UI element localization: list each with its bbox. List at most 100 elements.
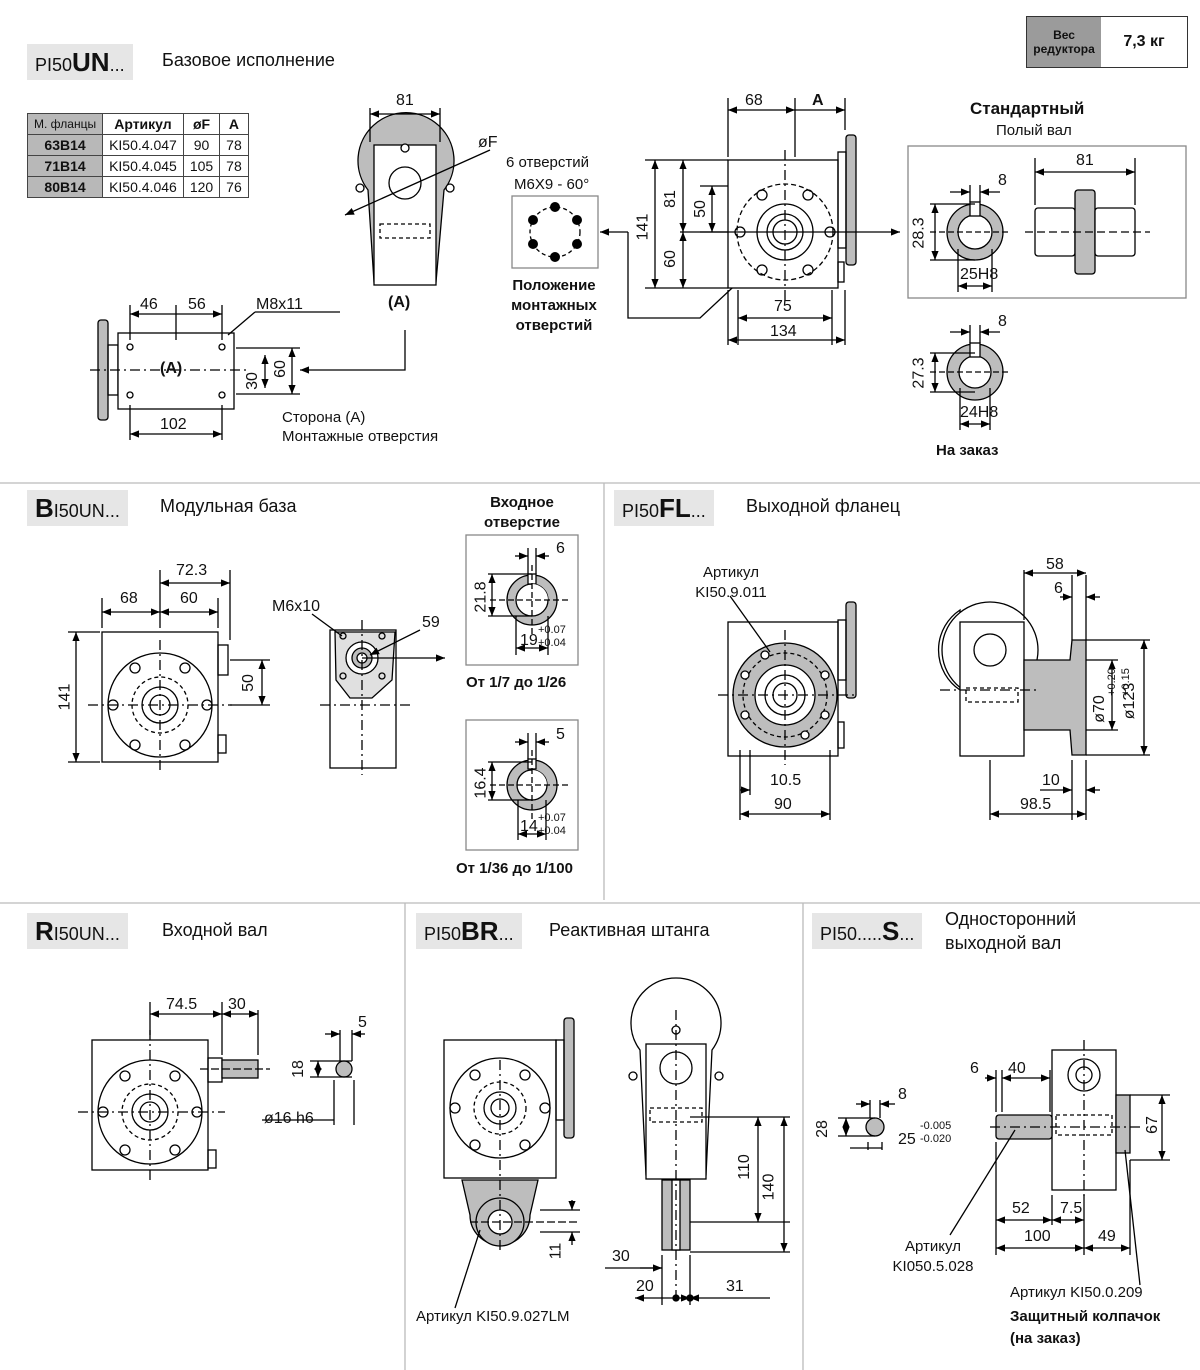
dim-label: 141 <box>634 213 652 241</box>
article-label: Артикул KI50.9.027LM <box>416 1308 570 1325</box>
table-cell: 105 <box>182 155 221 177</box>
dim-label: 81 <box>1076 152 1094 169</box>
title-prefix: PI50 <box>622 501 660 521</box>
dim-label: ø123 <box>1121 682 1139 720</box>
dim-label: 60 <box>661 250 679 268</box>
dim-label: 68 <box>120 590 138 607</box>
torque-arm-view <box>443 1017 580 1309</box>
dim-label: 18 <box>289 1060 307 1078</box>
ratio-range-1: От 1/7 до 1/26 <box>466 674 567 691</box>
title-prefix: PI50..... <box>820 924 883 944</box>
dim-label: 25H8 <box>960 266 999 283</box>
holes-position-label: Положение монтажных отверстий <box>511 277 597 334</box>
desc-modular: Модульная база <box>160 496 297 516</box>
dim-label: 30 <box>228 996 246 1013</box>
dim-label: 10.5 <box>770 772 802 789</box>
table-header: øF <box>182 113 221 135</box>
dim-label: 67 <box>1143 1116 1161 1134</box>
dim-label: 24H8 <box>960 404 999 421</box>
table-cell: 78 <box>219 155 249 177</box>
dim-label: 50 <box>691 200 709 218</box>
table-row: 63B14 KI50.4.047 90 78 <box>26 134 249 156</box>
dim-label: 28.3 <box>910 217 928 249</box>
tolerance: +0.04 <box>538 825 566 837</box>
torque-arm-side <box>605 977 790 1305</box>
dim-label: 14 <box>520 818 538 835</box>
on-order-label: На заказ <box>936 442 999 459</box>
title-suffix: ... <box>498 924 514 944</box>
dim-label: 50 <box>239 674 257 692</box>
title-code: I50UN <box>53 501 105 521</box>
dim-label: 7.5 <box>1060 1200 1083 1217</box>
input-bore-boxes <box>465 534 579 851</box>
base-main-view <box>645 98 900 345</box>
thread-label: M6X9 - 60° <box>514 176 590 193</box>
desc-inshaft: Входной вал <box>162 920 268 940</box>
single-shaft-view <box>838 1040 1170 1286</box>
dim-label: 100 <box>1024 1228 1051 1245</box>
title-suffix: ... <box>104 924 120 944</box>
dim-label: 6 <box>556 540 565 557</box>
ratio-range-2: От 1/36 до 1/100 <box>456 860 573 877</box>
dim-label: 60 <box>271 360 289 378</box>
dim-label: øF <box>478 134 498 151</box>
table-row: 71B14 KI50.4.045 105 78 <box>26 155 249 177</box>
modular-side-view <box>311 613 445 775</box>
tolerance: +0.04 <box>538 637 566 649</box>
base-side-view <box>90 305 406 440</box>
title-code: FL <box>659 493 691 523</box>
table-cell: 80B14 <box>26 176 104 198</box>
dim-label: 31 <box>726 1278 744 1295</box>
title-prefix: B <box>35 493 54 523</box>
hollow-shaft-box <box>907 145 1187 299</box>
flange-side-view <box>937 569 1150 820</box>
dim-label: 5 <box>358 1014 367 1031</box>
table-cell: KI50.4.045 <box>102 155 184 177</box>
weight-label: Вес редуктора <box>1027 17 1101 67</box>
title-code: S <box>882 916 900 946</box>
title-prefix: PI50 <box>424 924 462 944</box>
dim-label: 8 <box>998 172 1007 189</box>
table-header: М. фланцы <box>26 113 104 135</box>
dim-label: M8x11 <box>256 296 303 313</box>
dim-label: M6x10 <box>272 598 321 615</box>
dim-label: 68 <box>745 92 763 109</box>
article-label: Артикул <box>905 1238 961 1255</box>
tolerance: -0.020 <box>920 1133 952 1145</box>
dim-label: 8 <box>998 313 1007 330</box>
flange-front-view <box>718 595 857 820</box>
dim-label: 16.4 <box>472 767 490 799</box>
dim-label: 21.8 <box>472 581 490 613</box>
dim-label: 28 <box>813 1120 831 1138</box>
dim-label: 74.5 <box>166 996 198 1013</box>
title-suffix: ... <box>109 55 125 75</box>
hollow-shaft-label: Полый вал <box>996 122 1072 139</box>
desc-single: Односторонний выходной вал <box>945 909 1077 953</box>
article-label: Артикул KI50.0.209 <box>1010 1284 1143 1301</box>
dim-label: 6 <box>1054 580 1063 597</box>
article-number: KI050.5.028 <box>892 1258 974 1275</box>
holes-count-label: 6 отверстий <box>506 154 590 171</box>
hole-position-box <box>511 195 761 319</box>
dim-label: 5 <box>556 726 565 743</box>
side-a-label: Сторона (A) <box>282 409 366 426</box>
dim-label: ø16 h6 <box>264 1110 314 1127</box>
dim-label: 75 <box>774 298 792 315</box>
dim-label: 110 <box>735 1154 753 1180</box>
table-cell: KI50.4.046 <box>102 176 184 198</box>
dim-label: 98.5 <box>1020 796 1052 813</box>
desc-base: Базовое исполнение <box>162 50 335 70</box>
dim-label: 30 <box>243 372 261 390</box>
dim-label: 27.3 <box>910 357 928 389</box>
modular-front-view <box>68 570 270 772</box>
table-cell: 63B14 <box>26 134 104 156</box>
flange-table: М. фланцы Артикул øF A 63B14 KI50.4.047 … <box>26 113 249 198</box>
dim-label: 141 <box>56 683 74 711</box>
dim-label: 56 <box>188 296 206 313</box>
title-suffix: ... <box>899 924 915 944</box>
